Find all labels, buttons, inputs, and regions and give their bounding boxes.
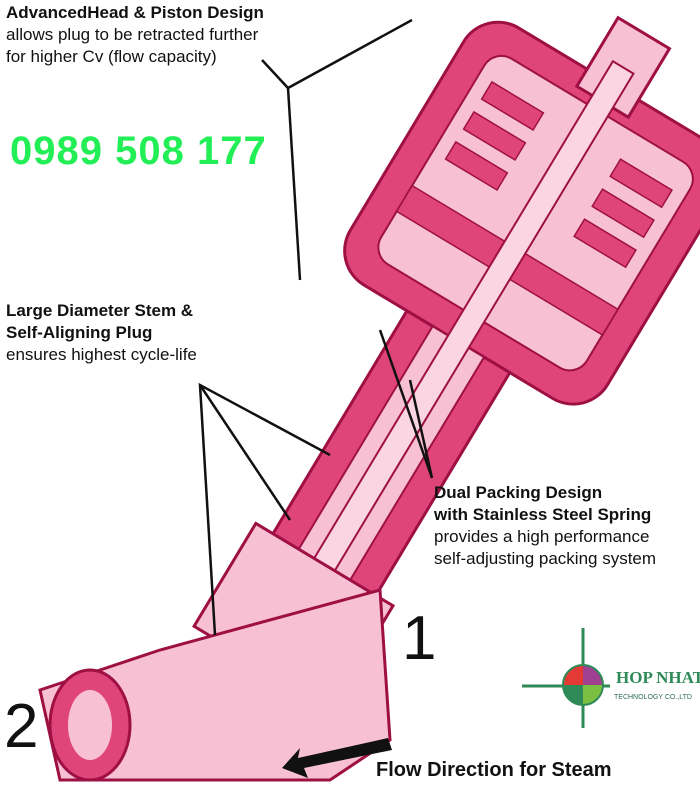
valve-body: [192, 15, 700, 735]
callout-line: provides a high performance: [434, 527, 650, 546]
callout-title: Large Diameter Stem &: [6, 301, 194, 320]
phone-number: 0989 508 177: [10, 129, 267, 173]
callout-title: with Stainless Steel Spring: [434, 505, 652, 524]
callout-line: self-adjusting packing system: [434, 549, 657, 568]
callout-line: allows plug to be retracted further: [6, 25, 259, 44]
flow-arrow: [282, 738, 392, 778]
callout-title: Dual Packing Design: [434, 483, 603, 502]
leader-lines: [198, 18, 434, 636]
callout-head-piston: AdvancedHead & Piston Design allows plug…: [6, 2, 264, 68]
callout-line: for higher Cv (flow capacity): [6, 47, 217, 66]
callout-packing: Dual Packing Design with Stainless Steel…: [434, 482, 656, 570]
callout-stem-plug: Large Diameter Stem & Self-Aligning Plug…: [6, 300, 197, 366]
callout-line: ensures highest cycle-life: [6, 345, 197, 364]
logo-name: HOP NHAT: [616, 668, 700, 687]
callout-title: Self-Aligning Plug: [6, 323, 153, 342]
port-label-1: 1: [402, 604, 437, 673]
logo-mark: [522, 628, 610, 728]
logo-subtitle: TECHNOLOGY CO.,LTD: [614, 694, 692, 701]
callout-title: AdvancedHead & Piston Design: [6, 3, 264, 22]
flow-direction-label: Flow Direction for Steam: [376, 759, 612, 781]
port-label-2: 2: [4, 692, 39, 761]
